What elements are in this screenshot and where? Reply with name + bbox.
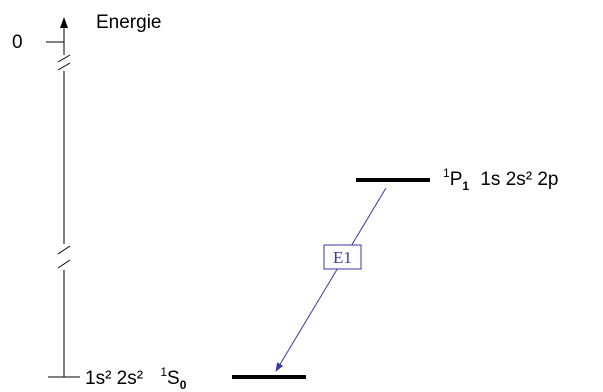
- excited-level-label: 1P1 1s 2s² 2p: [443, 167, 559, 192]
- transition-arrow: [275, 187, 387, 372]
- excited-configuration: 1s 2s² 2p: [480, 169, 559, 190]
- ground-configuration: 1s² 2s²: [85, 368, 144, 389]
- axis-break-bottom: [56, 244, 72, 270]
- transition-label-box: E1: [323, 244, 362, 270]
- axis-arrow-icon: [60, 17, 68, 28]
- excited-term-sub: 1: [462, 179, 470, 193]
- excited-term-letter: P: [449, 169, 463, 190]
- ground-term-sub: 0: [179, 378, 187, 392]
- ground-term-letter: S: [167, 368, 180, 389]
- axis-label: Energie: [96, 12, 162, 33]
- ground-term-pre: 1: [160, 365, 168, 379]
- ground-level-label: 1s² 2s² 1S0: [85, 366, 186, 391]
- transition-label: E1: [333, 248, 352, 267]
- zero-label: 0: [12, 32, 23, 53]
- excited-term-pre: 1: [443, 166, 450, 180]
- axis-break-top: [56, 54, 72, 71]
